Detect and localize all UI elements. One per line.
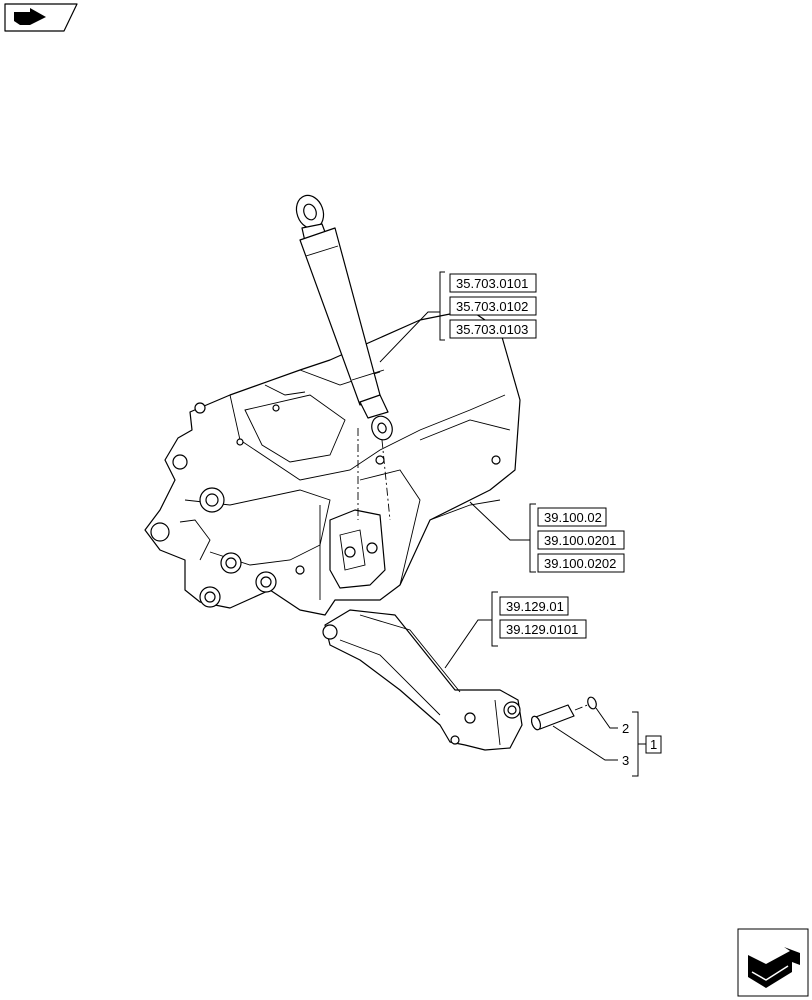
axle-mount-bracket-drawing	[329, 509, 386, 589]
ref-box-39-129-01[interactable]	[499, 596, 569, 616]
pin-drawing	[530, 703, 591, 731]
ref-39-100-02[interactable]: 39.100.02	[544, 510, 602, 525]
ref-box-39-129-0101[interactable]	[499, 619, 587, 639]
ref-35-703-0103[interactable]: 35.703.0103	[456, 322, 528, 337]
item-2-label: 2	[622, 721, 629, 736]
axle-beam-drawing	[322, 609, 523, 751]
item-callouts: 2 3 1	[552, 707, 662, 777]
ref-box-39-100-02[interactable]	[537, 507, 607, 527]
lift-cylinder-drawing	[295, 194, 393, 521]
axle-ref-callout: 39.129.01 39.129.0101	[444, 591, 587, 669]
ref-box-39-100-0202[interactable]	[537, 553, 625, 573]
ref-39-129-01[interactable]: 39.129.01	[506, 599, 564, 614]
ref-35-703-0101[interactable]: 35.703.0101	[456, 276, 528, 291]
frame-ref-callout: 39.100.02 39.100.0201 39.100.0202	[469, 501, 625, 573]
ref-box-35-703-0101[interactable]	[449, 273, 537, 293]
item-3-label: 3	[622, 753, 629, 768]
next-page-arrow-icon[interactable]	[737, 928, 809, 997]
assembly-1-box[interactable]	[645, 735, 662, 754]
front-frame-drawing	[144, 309, 521, 616]
ref-35-703-0102[interactable]: 35.703.0102	[456, 299, 528, 314]
cylinder-ref-callout: 35.703.0101 35.703.0102 35.703.0103	[379, 271, 537, 363]
ref-box-35-703-0102[interactable]	[449, 296, 537, 316]
ref-39-129-0101[interactable]: 39.129.0101	[506, 622, 578, 637]
ref-box-35-703-0103[interactable]	[449, 319, 537, 339]
ring-drawing	[587, 696, 597, 710]
ref-box-39-100-0201[interactable]	[537, 530, 625, 550]
ref-39-100-0202[interactable]: 39.100.0202	[544, 556, 616, 571]
book-arrow-icon[interactable]	[4, 3, 78, 32]
ref-39-100-0201[interactable]: 39.100.0201	[544, 533, 616, 548]
assembly-1-label[interactable]: 1	[650, 737, 657, 752]
